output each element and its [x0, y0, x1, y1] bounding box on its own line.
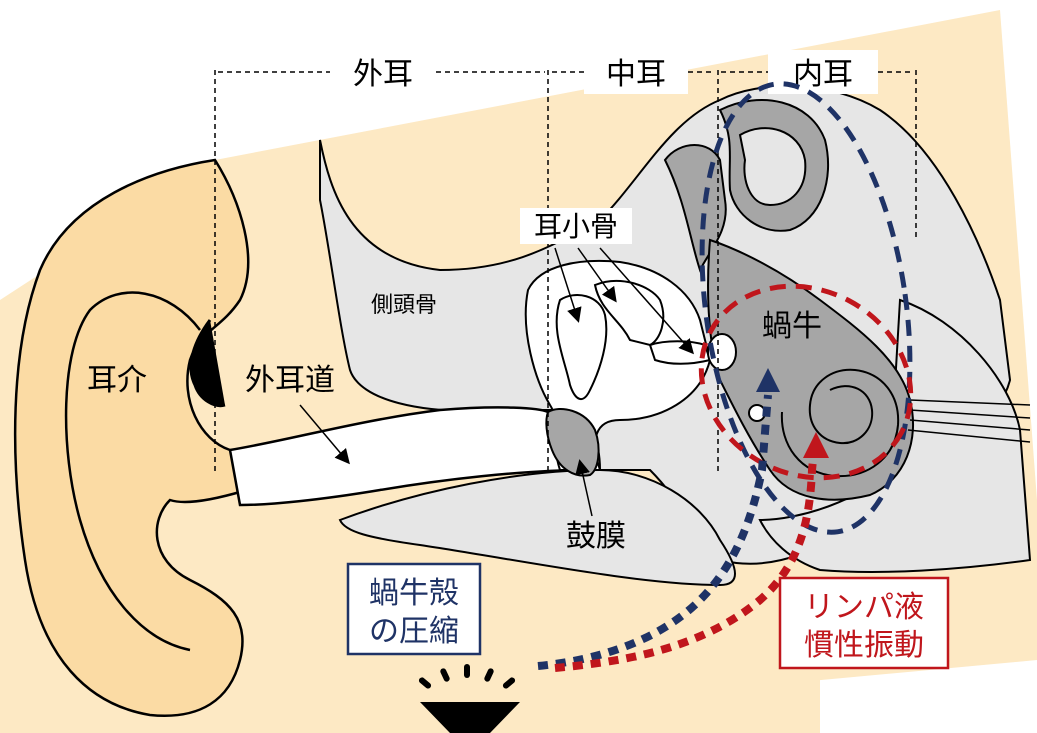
- compression-callout-line2: の圧縮: [369, 614, 459, 649]
- middle-ear-header-box: [584, 50, 688, 94]
- inner-ear-header-box: [768, 50, 878, 94]
- lymph-callout-box: [778, 576, 950, 670]
- lymph-arrowhead: [803, 432, 829, 458]
- outer-ear-header-box: [330, 50, 436, 94]
- ossicles-label-box: [520, 208, 632, 244]
- compression-path: [537, 394, 772, 670]
- compression-region-outline: [699, 81, 913, 535]
- canal-inner: [738, 127, 807, 207]
- region-dividers: [214, 70, 917, 475]
- middle-ear-header: 中耳: [606, 57, 666, 92]
- eardrum-label: 鼓膜: [566, 519, 626, 554]
- pinna-helix: [64, 291, 201, 652]
- compression-arrowhead: [756, 368, 780, 392]
- eardrum: [545, 408, 600, 477]
- outer-ear-header: 外耳: [353, 57, 413, 92]
- cochlea-label: 蝸牛: [762, 309, 822, 344]
- lymph-callout-line1: リンパ液: [804, 590, 924, 625]
- ear-canal-pointer: [299, 404, 350, 465]
- pinna-label: 耳介: [87, 363, 147, 398]
- oval-window: [707, 333, 737, 371]
- auditory-nerve: [907, 399, 1031, 443]
- temporal-bone-label: 側頭骨: [371, 293, 437, 318]
- pinna: [13, 158, 335, 717]
- lymph-callout-line2: 慣性振動: [804, 628, 924, 663]
- eardrum-pointer: [575, 459, 593, 517]
- speaker-icon: [418, 664, 520, 733]
- ossicles-label: 耳小骨: [534, 210, 618, 243]
- ear-canal-label: 外耳道: [245, 363, 335, 398]
- compression-callout-line1: 蝸牛殻: [369, 576, 459, 611]
- ossicles-pointers: [554, 247, 694, 355]
- compression-callout-box: [346, 562, 482, 656]
- lower-bone: [338, 468, 736, 587]
- inner-ear-header: 内耳: [793, 57, 853, 92]
- lymph-path: [554, 449, 818, 672]
